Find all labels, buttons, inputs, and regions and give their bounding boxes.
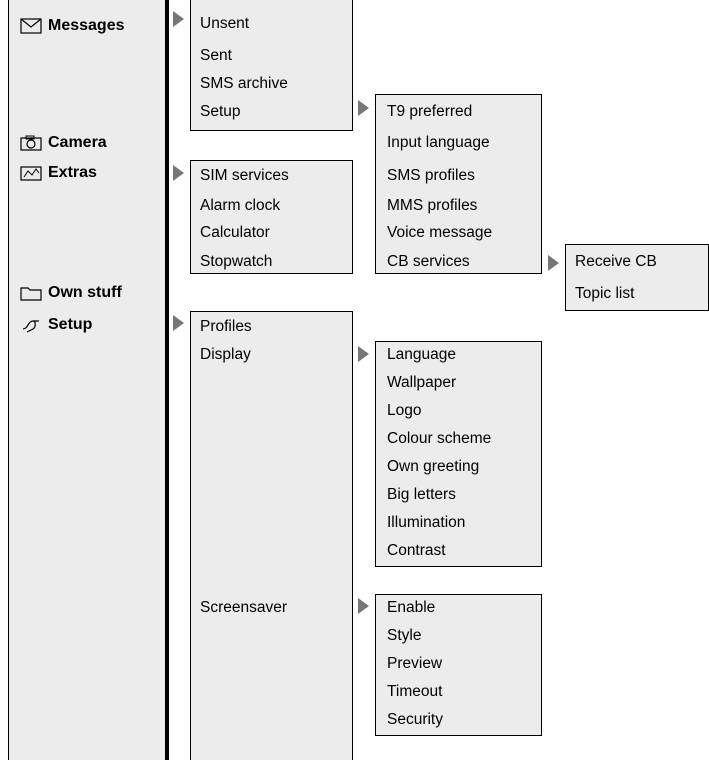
display-submenu-panel <box>375 341 542 567</box>
submenu-item-style[interactable]: Style <box>387 627 422 644</box>
submenu-item-unsent[interactable]: Unsent <box>200 15 250 32</box>
camera-icon <box>20 135 42 151</box>
submenu-item-sent[interactable]: Sent <box>200 47 232 64</box>
screensaver-submenu-panel <box>375 594 542 736</box>
submenu-item-logo[interactable]: Logo <box>387 402 422 419</box>
main-item-label: Camera <box>48 134 107 151</box>
submenu-item-enable[interactable]: Enable <box>387 599 436 616</box>
submenu-item-illumination[interactable]: Illumination <box>387 514 466 531</box>
submenu-item-t9-preferred[interactable]: T9 preferred <box>387 103 473 120</box>
submenu-item-language[interactable]: Language <box>387 346 456 363</box>
submenu-item-sim-services[interactable]: SIM services <box>200 167 289 184</box>
submenu-arrow <box>173 165 184 181</box>
main-item-extras[interactable]: Extras <box>20 163 97 183</box>
submenu-item-stopwatch[interactable]: Stopwatch <box>200 253 273 270</box>
submenu-item-voice-message[interactable]: Voice message <box>387 224 493 241</box>
submenu-item-receive-cb[interactable]: Receive CB <box>575 253 657 270</box>
messages-setup-submenu-panel <box>375 94 542 274</box>
extras-icon <box>20 166 42 181</box>
submenu-item-timeout[interactable]: Timeout <box>387 683 443 700</box>
submenu-item-own-greeting[interactable]: Own greeting <box>387 458 480 475</box>
submenu-arrow <box>358 346 369 362</box>
main-item-label: Messages <box>48 17 125 34</box>
envelope-icon <box>20 18 42 34</box>
submenu-item-calculator[interactable]: Calculator <box>200 224 270 241</box>
setup-icon <box>22 320 39 333</box>
main-item-camera[interactable]: Camera <box>20 133 107 153</box>
submenu-item-profiles[interactable]: Profiles <box>200 318 252 335</box>
submenu-item-security[interactable]: Security <box>387 711 443 728</box>
messages-submenu-panel <box>190 0 353 131</box>
submenu-arrow <box>358 598 369 614</box>
submenu-item-sms-archive[interactable]: SMS archive <box>200 75 288 92</box>
main-item-setup[interactable]: Setup <box>20 315 92 335</box>
submenu-item-display[interactable]: Display <box>200 346 251 363</box>
submenu-arrow <box>358 100 369 116</box>
extras-submenu-panel <box>190 160 353 274</box>
main-item-label: Setup <box>48 316 93 333</box>
main-menu-panel <box>8 0 166 760</box>
main-item-label: Own stuff <box>48 284 122 301</box>
submenu-item-colour-scheme[interactable]: Colour scheme <box>387 430 492 447</box>
submenu-arrow <box>173 11 184 27</box>
submenu-item-preview[interactable]: Preview <box>387 655 443 672</box>
folder-icon <box>20 287 42 301</box>
submenu-item-wallpaper[interactable]: Wallpaper <box>387 374 457 391</box>
submenu-item-mms-profiles[interactable]: MMS profiles <box>387 197 478 214</box>
submenu-arrow <box>173 315 184 331</box>
submenu-item-topic-list[interactable]: Topic list <box>575 285 635 302</box>
main-item-own-stuff[interactable]: Own stuff <box>20 283 122 303</box>
submenu-item-setup[interactable]: Setup <box>200 103 241 120</box>
submenu-item-alarm-clock[interactable]: Alarm clock <box>200 197 281 214</box>
submenu-item-screensaver[interactable]: Screensaver <box>200 599 288 616</box>
submenu-item-input-language[interactable]: Input language <box>387 134 490 151</box>
submenu-item-contrast[interactable]: Contrast <box>387 542 446 559</box>
cb-services-submenu-panel <box>565 244 709 311</box>
main-item-label: Extras <box>48 164 97 181</box>
submenu-arrow <box>548 255 559 271</box>
main-menu-divider <box>166 0 169 760</box>
setup-submenu-panel <box>190 311 353 760</box>
submenu-item-big-letters[interactable]: Big letters <box>387 486 456 503</box>
submenu-item-sms-profiles[interactable]: SMS profiles <box>387 167 475 184</box>
submenu-item-cb-services[interactable]: CB services <box>387 253 470 270</box>
main-item-messages[interactable]: Messages <box>20 16 125 36</box>
